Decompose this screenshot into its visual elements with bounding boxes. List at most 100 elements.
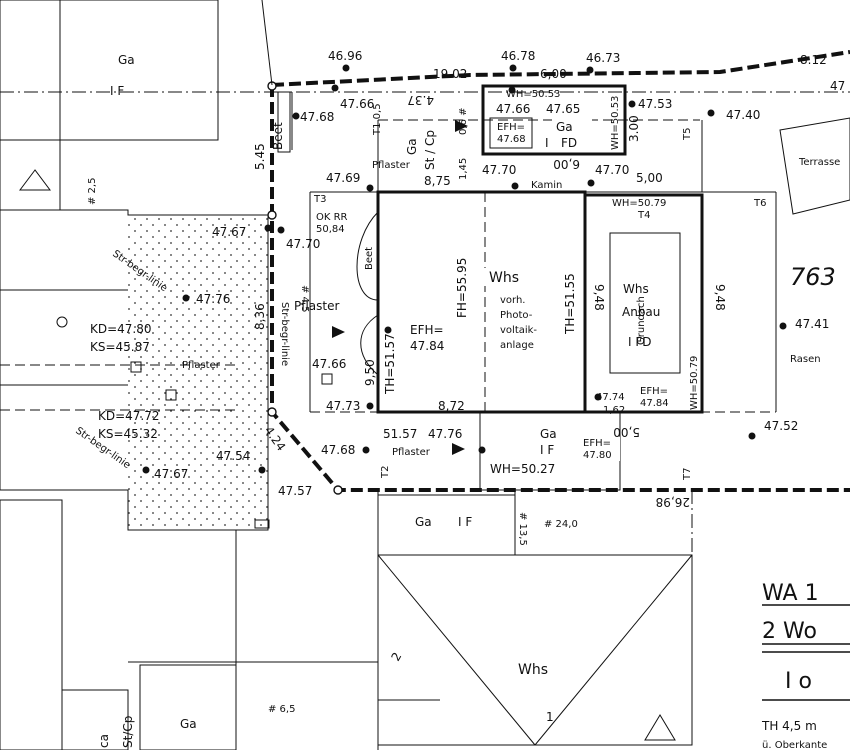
- south-house-label: Whs: [518, 662, 548, 678]
- main-label: Whs: [489, 270, 519, 286]
- t5-label: T5: [682, 128, 693, 141]
- sw-building: [0, 499, 63, 750]
- south-house-nr-bottom: 1: [546, 710, 554, 724]
- pflaster-2: Pflaster: [294, 299, 339, 313]
- elev-e4: 47.66: [340, 97, 374, 111]
- garage-north-efh-value: 47.68: [497, 134, 526, 145]
- elev-e24: 47.74: [596, 392, 625, 403]
- dim-small: 1,62: [603, 405, 625, 416]
- main-efh-value: 47.84: [410, 339, 444, 353]
- street-kd1: KD=47.80: [90, 322, 152, 336]
- garage-north-nr: I: [545, 136, 549, 150]
- elev-e13: 47.67: [212, 225, 246, 239]
- elev-e15: 47.76: [196, 292, 230, 306]
- annex-efh: EFH=: [640, 386, 668, 397]
- south-garage-label: Ga: [415, 515, 432, 529]
- h25: # 2,5: [87, 178, 98, 205]
- elev-e5: 47.68: [300, 110, 334, 124]
- elev-e2: 46.78: [501, 49, 535, 63]
- t1-label: T1 0,5: [372, 103, 383, 136]
- t2-label: T2: [380, 466, 391, 479]
- dim-annex-bottom: 5,00: [613, 425, 640, 439]
- elev-e17: 47.73: [326, 399, 360, 413]
- zoning-legend: WA 1 2 Wo I o TH 4,5 m ü. Oberkante: [750, 555, 850, 750]
- garage-south-nr: I F: [540, 443, 554, 457]
- north-garage: [481, 84, 627, 156]
- garage-st: St / Cp: [423, 130, 437, 170]
- main-solar-2: Photo-: [500, 310, 533, 321]
- main-solar-4: anlage: [500, 340, 534, 351]
- elev-e20: 51.57: [383, 427, 417, 441]
- elev-e3: 46.73: [586, 51, 620, 65]
- annex-efh-value: 47.84: [640, 398, 669, 409]
- elev-e10: 47.69: [326, 171, 360, 185]
- garage-north-dim: 3.00: [627, 115, 641, 142]
- south-house: [377, 554, 693, 746]
- main-efh: EFH=: [410, 323, 444, 337]
- elev-e22: 47.57: [278, 484, 312, 498]
- south-house-nr: 2: [388, 650, 404, 664]
- elev-e14: 47.70: [286, 237, 320, 251]
- street-area: [0, 209, 270, 531]
- garage-north-wh: WH=50.53: [506, 89, 560, 100]
- sw-side-building: [61, 689, 129, 750]
- elev-e12: 47.70: [595, 163, 629, 177]
- terrace: [779, 117, 850, 215]
- zoning-eave: TH 4,5 m: [761, 719, 817, 733]
- dim-north-3: 8.12: [800, 53, 827, 67]
- sw-side-label: ca: [97, 734, 111, 748]
- street-ks2: KS=45.32: [98, 427, 158, 441]
- top-right-value: 47: [830, 79, 845, 93]
- elev-e25: 47.41: [795, 317, 829, 331]
- annex-label-1: Whs: [623, 282, 649, 296]
- garage-ga: Ga: [405, 138, 419, 155]
- annex-wh-top: WH=50.79: [612, 198, 666, 209]
- street-surface: Pflaster: [182, 360, 221, 371]
- elev-e1: 46.96: [328, 49, 362, 63]
- dim-south: 26,98: [656, 495, 690, 509]
- dim-annex-top-left: 6,00: [553, 157, 580, 171]
- h135: # 13,5: [517, 512, 528, 546]
- elev-e21: 47.54: [216, 449, 250, 463]
- parcel-use: Rasen: [790, 354, 821, 365]
- annex-node: T4: [637, 210, 650, 221]
- terrace-label: Terrasse: [798, 157, 840, 168]
- dim-mid-top: 8,75: [424, 174, 451, 188]
- annex-grundach: Grundach: [636, 296, 647, 345]
- h240: # 24,0: [544, 519, 578, 530]
- zoning-area: WA 1: [762, 581, 819, 606]
- pflaster-1: Pflaster: [372, 160, 411, 171]
- main-solar-3: voltaik-: [500, 325, 537, 336]
- dim-west-1: 5.45: [253, 143, 267, 170]
- street-kd2: KD=47.72: [98, 409, 160, 423]
- h45: # 4,5: [299, 285, 310, 312]
- h65: # 6,5: [268, 704, 295, 715]
- neighbour-buildings: [0, 0, 693, 750]
- main-solar-1: vorh.: [500, 295, 526, 306]
- sw-garage-note: St/Cp: [121, 716, 135, 748]
- pflaster-3: Pflaster: [392, 447, 431, 458]
- annex-dim-left: 9,48: [592, 284, 606, 311]
- gap-1: 1,45: [458, 158, 469, 180]
- street-ks1: KS=45.87: [90, 340, 150, 354]
- main-fh: FH=55.95: [455, 258, 469, 318]
- dim-mid-bottom: 8,72: [438, 399, 465, 413]
- garage-south-efh: EFH=: [583, 438, 611, 449]
- elev-e18: 47.68: [321, 443, 355, 457]
- t3-label: T3: [313, 194, 326, 205]
- main-building: [376, 190, 587, 414]
- south-parcel-garage: [479, 411, 621, 491]
- zoning-floors: I o: [785, 669, 812, 694]
- elev-e23: 47.67: [154, 467, 188, 481]
- beet-2: Beet: [364, 247, 375, 270]
- elev-e7: 47.65: [546, 102, 580, 116]
- garage-south-wh: WH=50.27: [490, 462, 555, 476]
- elev-e6: 47.66: [496, 102, 530, 116]
- t6-label: T6: [753, 198, 766, 209]
- south-garage-nr: I F: [458, 515, 472, 529]
- garage-north-roof: FD: [561, 136, 577, 150]
- elevation-points: [142, 64, 787, 474]
- street-line-2: Str-begr-linie: [279, 302, 290, 366]
- dim-annex-top: 5,00: [636, 171, 663, 185]
